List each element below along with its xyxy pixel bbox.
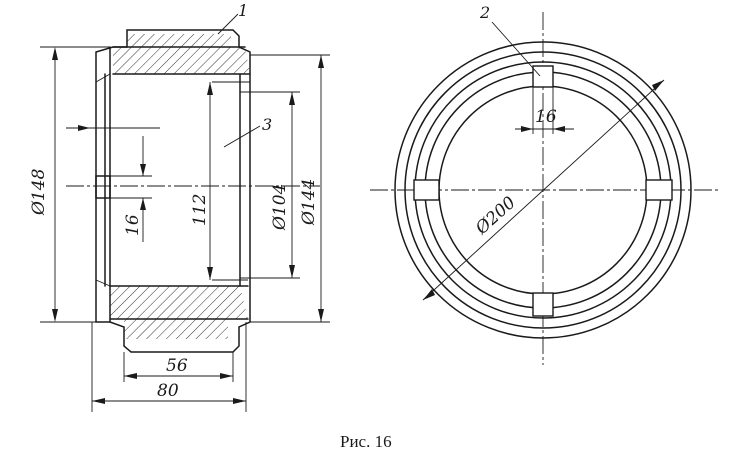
dim-line-d200 xyxy=(422,79,665,301)
hatched-section-top xyxy=(113,47,250,74)
callout-3: 3 xyxy=(262,115,272,134)
dim-d200: Ø200 xyxy=(471,193,520,240)
section-view: Ø148 112 Ø104 Ø144 16 xyxy=(29,1,330,412)
callout-1: 1 xyxy=(238,1,248,20)
dim-d104: Ø104 xyxy=(270,184,290,231)
dim-slot-16-right: 16 xyxy=(535,107,557,127)
slot-bottom xyxy=(532,292,554,317)
slot-right xyxy=(645,179,673,201)
dim-112: 112 xyxy=(190,194,210,226)
slot-left xyxy=(413,179,440,201)
hatched-tooth-bottom xyxy=(124,319,228,339)
section-outline xyxy=(95,29,251,353)
dim-d148: Ø148 xyxy=(29,168,49,216)
hatched-tooth-top xyxy=(127,34,231,47)
figure-caption: Рис. 16 xyxy=(340,432,392,451)
dim-80: 80 xyxy=(157,381,179,401)
dim-d144: Ø144 xyxy=(299,179,319,226)
keyway-slot xyxy=(95,175,111,199)
dim-slot-16-left: 16 xyxy=(123,214,143,236)
dim-56: 56 xyxy=(166,356,188,376)
hatched-section-bottom xyxy=(110,286,248,319)
slot-top xyxy=(532,65,554,88)
callout-2: 2 xyxy=(479,3,490,22)
end-view: Ø200 16 2 xyxy=(370,3,718,365)
